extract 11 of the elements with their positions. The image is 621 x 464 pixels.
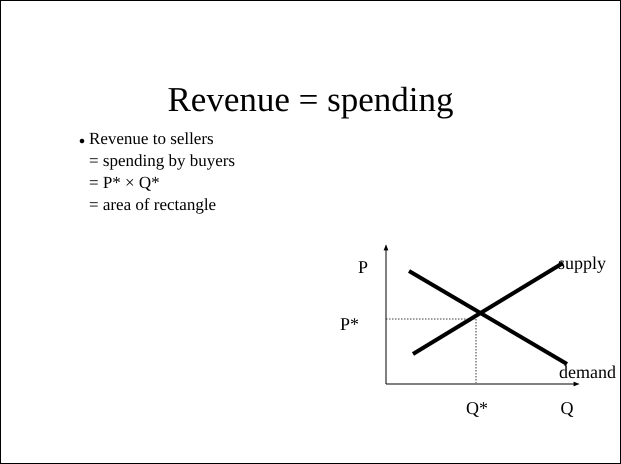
axis-label: P* <box>340 315 360 335</box>
bullet-text: Revenue to sellers <box>89 130 214 149</box>
axis-label: Q* <box>466 399 488 419</box>
bullet-text: = P* × Q* <box>89 174 160 193</box>
axis-label: Q <box>560 399 574 419</box>
bullet-text: = spending by buyers <box>89 152 236 171</box>
slide-title: Revenue = spending <box>167 81 454 120</box>
curve-label: demand <box>559 363 616 383</box>
curve-label: supply <box>558 254 606 274</box>
axis-label: P <box>358 258 368 278</box>
bullet-text: = area of rectangle <box>89 196 216 215</box>
